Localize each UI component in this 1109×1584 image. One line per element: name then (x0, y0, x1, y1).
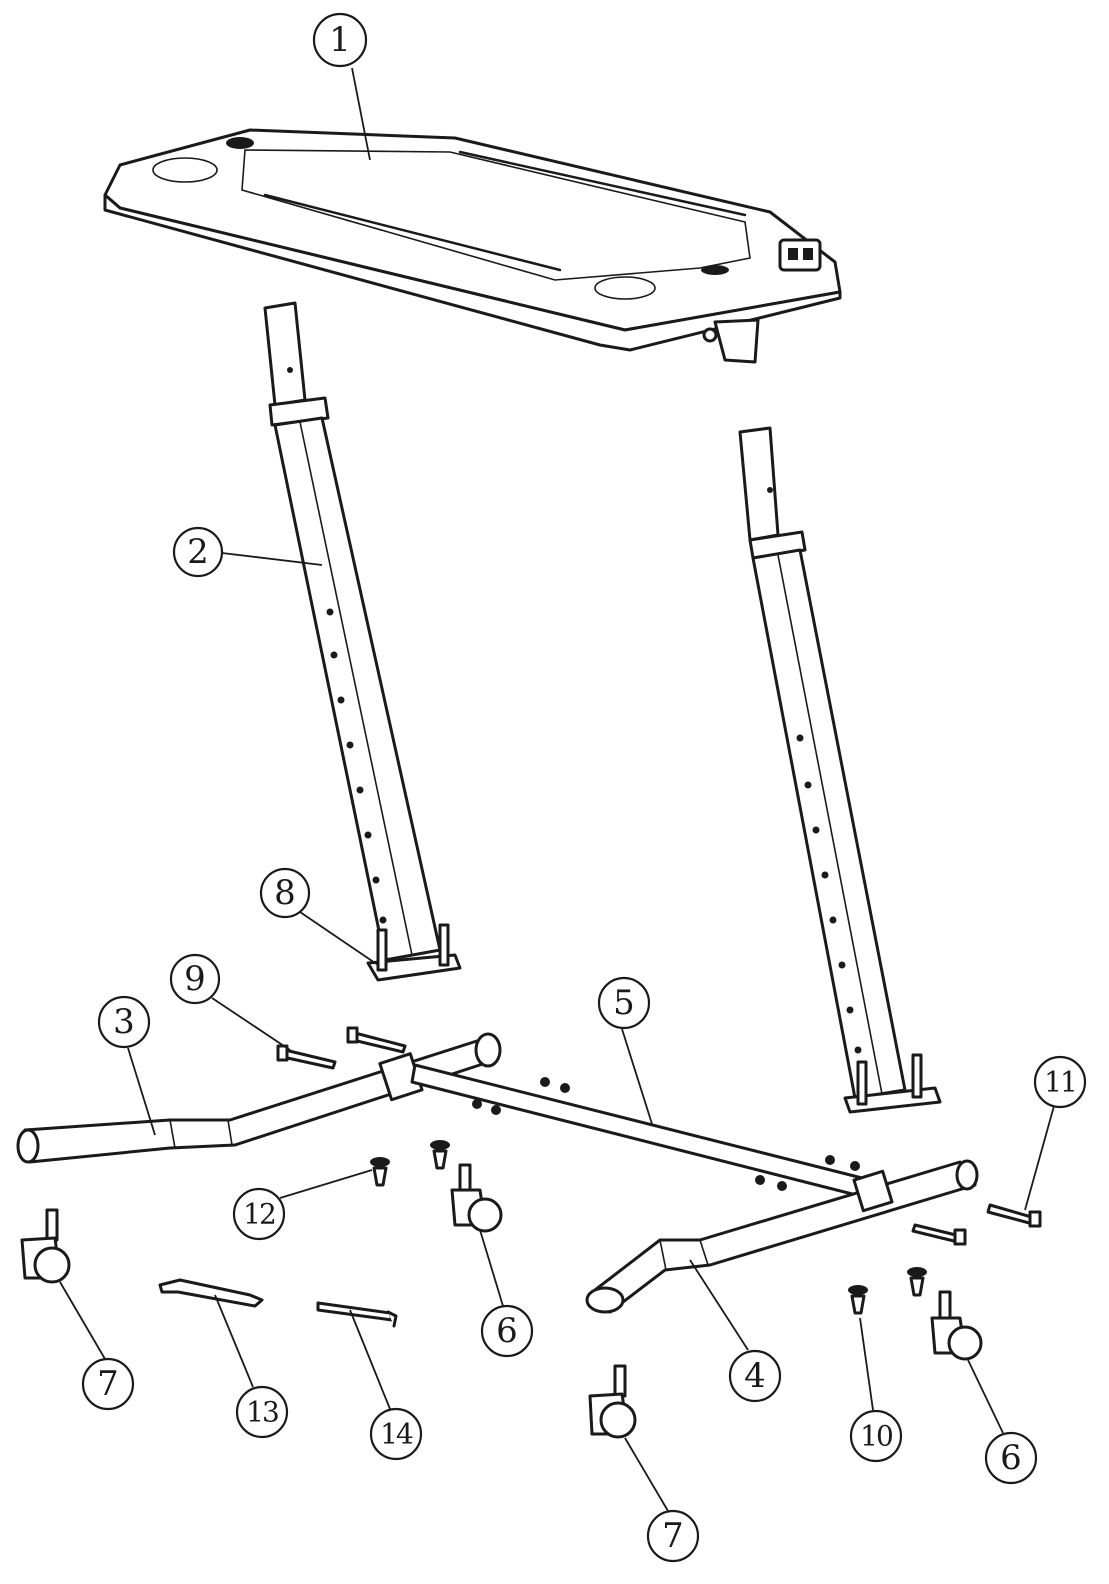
callout-8 (259, 867, 311, 919)
callout-13-label: 13 (246, 1396, 278, 1429)
callout-13 (235, 1385, 289, 1439)
callout-8-label: 8 (274, 873, 296, 913)
callout-6a-label: 6 (496, 1311, 518, 1351)
callout-9 (169, 953, 221, 1005)
callout-1-label: 1 (329, 20, 351, 60)
callout-6b (984, 1431, 1038, 1485)
callout-1 (312, 12, 368, 68)
left-upright-post (263, 301, 462, 982)
caster-7a (20, 1208, 71, 1284)
callout-7a-label: 7 (97, 1364, 119, 1404)
right-upright-post (738, 426, 942, 1114)
callout-5 (597, 976, 651, 1030)
callout-12 (232, 1187, 286, 1241)
callout-14-label: 14 (380, 1418, 413, 1451)
callout-4 (728, 1349, 782, 1403)
cross-bar (410, 1063, 872, 1200)
end-caps (370, 1140, 927, 1315)
bolts (276, 1026, 1042, 1246)
right-base-leg (585, 1159, 979, 1314)
tabletop (103, 128, 842, 364)
callouts: 1 2 3 4 5 6 6 7 7 8 (59, 12, 1087, 1563)
callout-10-label: 10 (860, 1420, 892, 1453)
callout-14 (369, 1407, 423, 1461)
callout-2-label: 2 (187, 532, 209, 572)
callout-3-label: 3 (113, 1002, 135, 1042)
tools (158, 1278, 398, 1328)
callout-2 (172, 526, 224, 578)
left-base-leg (16, 1032, 502, 1164)
callout-3 (97, 995, 151, 1049)
callout-7b-label: 7 (662, 1516, 684, 1556)
callout-6a (480, 1304, 534, 1358)
callout-11-label: 11 (1044, 1066, 1076, 1099)
callout-4-label: 4 (744, 1356, 766, 1396)
callout-6b-label: 6 (1000, 1438, 1022, 1478)
callout-11 (1033, 1055, 1087, 1109)
callout-7b (646, 1509, 700, 1563)
callout-9-label: 9 (184, 959, 206, 999)
callout-12-label: 12 (243, 1198, 275, 1231)
caster-7b (588, 1364, 637, 1439)
left-upright-holes (287, 367, 387, 924)
casters (20, 1163, 983, 1439)
right-upright-holes (767, 487, 862, 1054)
callout-7a (81, 1357, 135, 1411)
caster-6a (450, 1163, 503, 1233)
callout-5-label: 5 (613, 983, 635, 1023)
callout-10 (849, 1409, 903, 1463)
caster-6b (930, 1290, 983, 1361)
